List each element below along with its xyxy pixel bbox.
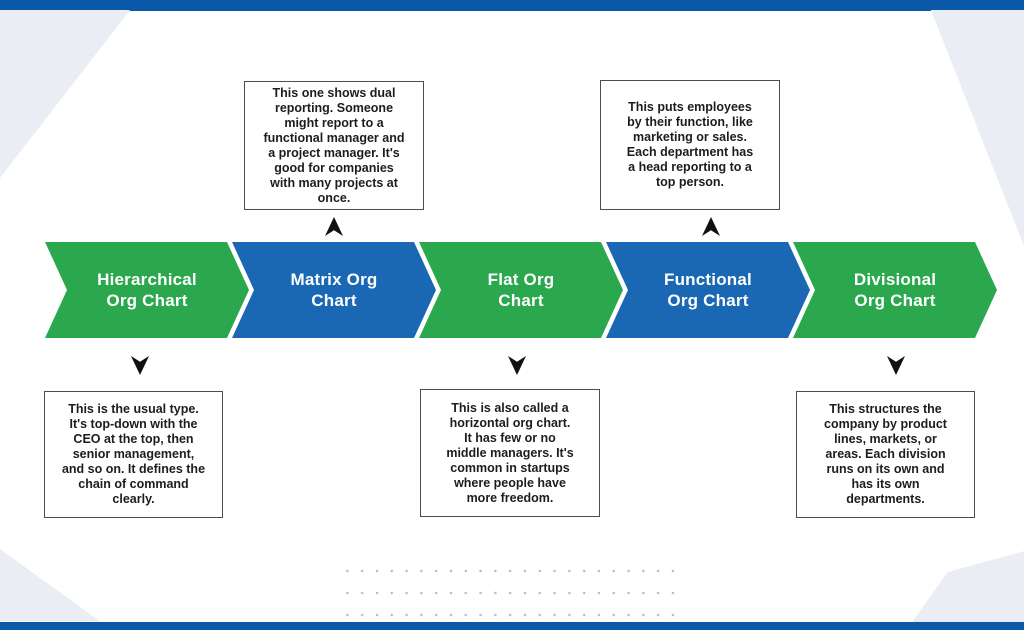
down-arrow-icon (131, 356, 149, 375)
description-box-divisional: This structures the company by product l… (796, 391, 975, 518)
corner-decoration-top-left (0, 10, 130, 178)
chevron-divisional-org-chart: Divisional Org Chart (793, 242, 997, 338)
down-arrow-icon (508, 356, 526, 375)
description-box-flat: This is also called a horizontal org cha… (420, 389, 600, 517)
description-text: This is also called a horizontal org cha… (446, 400, 574, 505)
corner-decoration-bottom-right (912, 551, 1024, 622)
corner-decoration-bottom-left (0, 549, 100, 622)
chevron-label: Hierarchical Org Chart (97, 270, 197, 310)
down-arrow-icon (887, 356, 905, 375)
chevron-label: Functional Org Chart (664, 270, 752, 310)
up-arrow-icon (702, 217, 720, 236)
chevron-label: Divisional Org Chart (853, 270, 937, 310)
description-box-matrix: This one shows dual reporting. Someone m… (244, 81, 424, 210)
chevron-hierarchical-org-chart: Hierarchical Org Chart (45, 242, 249, 338)
top-accent-bar (0, 0, 1024, 11)
description-text: This structures the company by product l… (824, 402, 947, 506)
chevron-functional-org-chart: Functional Org Chart (606, 242, 810, 338)
chevron-matrix-org-chart: Matrix Org Chart (232, 242, 436, 338)
bottom-accent-bar (0, 622, 1024, 630)
description-text: This is the usual type. It's top-down wi… (61, 402, 206, 506)
description-text: This one shows dual reporting. Someone m… (263, 85, 405, 205)
chevron-label: Flat Org Chart (487, 270, 555, 310)
chevron-flat-org-chart: Flat Org Chart (419, 242, 623, 338)
corner-decoration-top-right (930, 10, 1024, 246)
description-box-hierarchical: This is the usual type. It's top-down wi… (44, 391, 223, 518)
dot-pattern-decoration (340, 560, 682, 624)
up-arrow-icon (325, 217, 343, 236)
description-box-functional: This puts employees by their function, l… (600, 80, 780, 210)
chevron-label: Matrix Org Chart (290, 270, 378, 310)
description-text: This puts employees by their function, l… (626, 100, 754, 189)
